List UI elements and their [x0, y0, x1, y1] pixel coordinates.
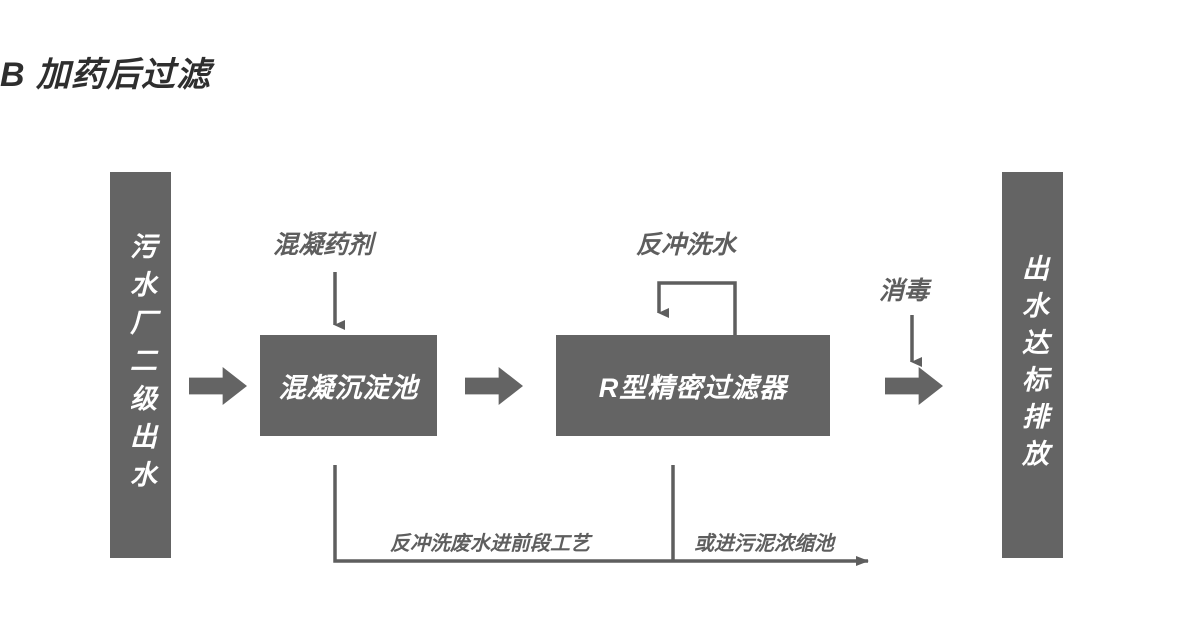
page-title: B 加药后过滤 [0, 56, 211, 94]
label-disinfection: 消毒 [879, 277, 930, 305]
terminal-bar-outlet-label: 出水达标排放 [1018, 254, 1048, 476]
flow-arrow-filter-to-outlet-icon [885, 367, 943, 405]
label-backwash-water: 反冲洗水 [636, 231, 737, 259]
terminal-bar-inlet-label: 污水厂二级出水 [126, 232, 156, 498]
flow-arrow-coagulation-to-filter-icon [465, 367, 523, 405]
label-coagulant-dosing: 混凝药剂 [273, 231, 374, 259]
process-box-filter-label: R型精密过滤器 [598, 373, 788, 403]
label-backwash-wastewater-to-front-process: 反冲洗废水进前段工艺 [390, 533, 590, 555]
process-box-coagulation-sedimentation-tank: 混凝沉淀池 [260, 335, 437, 436]
label-to-sludge-thickening-tank: 或进污泥浓缩池 [694, 533, 834, 555]
process-box-coagulation-label: 混凝沉淀池 [278, 373, 419, 403]
process-box-r-type-precision-filter: R型精密过滤器 [556, 335, 830, 436]
backwash-water-connector [657, 281, 737, 335]
flow-arrow-inlet-to-coagulation-icon [189, 367, 247, 405]
terminal-bar-inlet: 污水厂二级出水 [110, 172, 171, 558]
terminal-bar-outlet: 出水达标排放 [1002, 172, 1063, 558]
